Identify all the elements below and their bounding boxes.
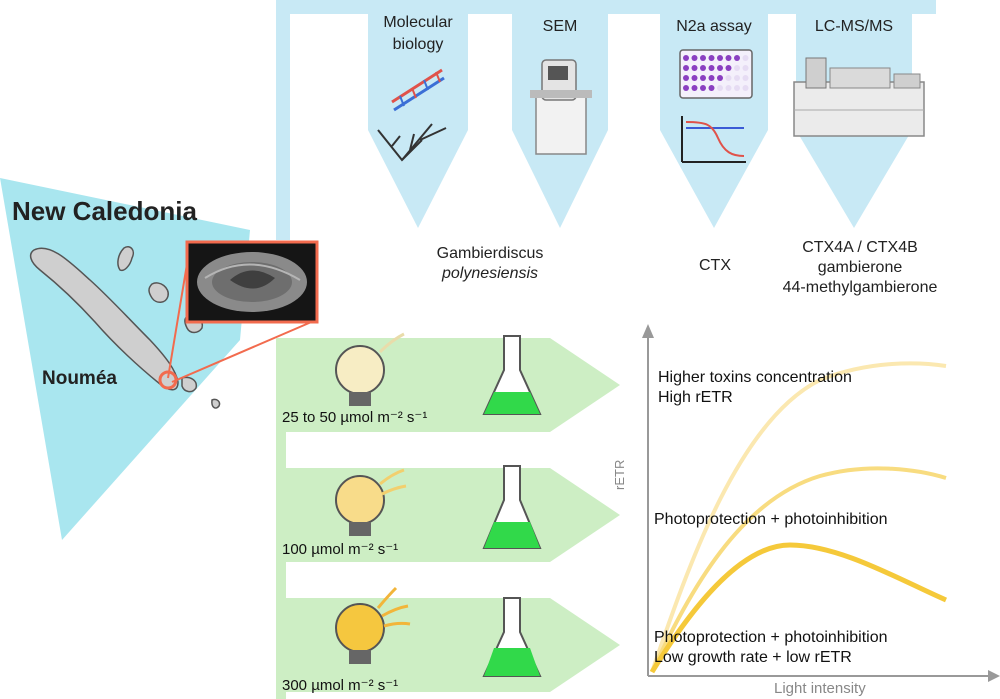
plate-well (742, 55, 749, 61)
series-line-3 (649, 542, 947, 674)
series-line-1 (650, 361, 947, 673)
bracket-left-bar (276, 0, 290, 240)
plate-well (683, 55, 689, 61)
plate-well (717, 55, 723, 61)
main-island-shape (29, 247, 179, 391)
light-label-2: 100 µmol m⁻² s⁻¹ (282, 541, 399, 558)
technique-label-sem: SEM (542, 18, 578, 35)
technique-label-molecular: Molecular biology (383, 14, 453, 53)
plate-well (708, 75, 715, 81)
plate-well (691, 75, 698, 81)
plate-well (717, 75, 723, 81)
species-caption: Gambierdiscus polynesiensis (436, 245, 544, 282)
funnel-n2a (660, 10, 768, 228)
x-axis-label: Light intensity (774, 680, 866, 697)
plate-well (691, 55, 698, 61)
plate-well (708, 55, 715, 61)
island-ouvea (117, 246, 135, 272)
technique-label-n2a: N2a assay (676, 18, 752, 35)
light-label-3: 300 µmol m⁻² s⁻¹ (282, 677, 399, 694)
plate-well (734, 55, 740, 61)
plate-well (683, 65, 689, 71)
plate-well (700, 65, 706, 71)
annotation-3: Photoprotection + photoinhibition Low gr… (654, 629, 888, 666)
annotation-2: Photoprotection + photoinhibition (654, 511, 888, 528)
plate-well (742, 85, 749, 91)
mass-spectrometer-icon (793, 57, 925, 137)
plate-well (708, 85, 715, 91)
bulb-icon-1 (335, 332, 405, 406)
toxins-caption: CTX4A / CTX4B gambierone 44-methylgambie… (782, 239, 938, 296)
plate-well (734, 85, 740, 91)
flask-icon-1 (482, 335, 542, 415)
y-axis-label: rETR (612, 459, 627, 490)
annotation-1: Higher toxins concentration High rETR (658, 369, 852, 406)
city-label: Nouméa (42, 368, 117, 389)
plate-well (734, 75, 740, 81)
plate-well (708, 65, 715, 71)
series-line-2 (650, 466, 947, 673)
plate-well (683, 75, 689, 81)
plate-well (725, 55, 732, 61)
ctx-caption: CTX (699, 257, 731, 274)
callout-line-2 (171, 319, 317, 383)
map-background-triangle (0, 178, 250, 540)
green-connector (276, 338, 286, 699)
plate-well (742, 65, 749, 71)
plate-well (691, 65, 698, 71)
technique-label-lcms: LC-MS/MS (814, 18, 894, 35)
island-pines (181, 376, 198, 393)
island-small (211, 398, 221, 409)
funnel-molecular-biology (368, 10, 468, 228)
plate-well (700, 55, 706, 61)
plate-well (683, 85, 689, 91)
plate-well (700, 85, 706, 91)
plate-well (717, 65, 723, 71)
plate-well (725, 85, 732, 91)
flask-icon-2 (482, 465, 542, 549)
plate-well (725, 75, 732, 81)
plate-well (725, 65, 732, 71)
map-title: New Caledonia (12, 196, 197, 226)
plate-well (742, 75, 749, 81)
x-axis-arrow (988, 670, 1000, 682)
noumea-circle (158, 370, 178, 390)
microplate-curve-icon (679, 49, 753, 163)
plate-well (717, 85, 723, 91)
bulb-icon-2 (335, 468, 407, 536)
y-axis-arrow (642, 324, 654, 338)
bulb-icon-3 (335, 586, 411, 664)
plate-well (734, 65, 740, 71)
plate-well (691, 85, 698, 91)
island-lifou (148, 282, 169, 303)
plate-well (700, 75, 706, 81)
microscope-icon (530, 59, 592, 155)
flask-icon-3 (482, 597, 542, 677)
light-label-1: 25 to 50 µmol m⁻² s⁻¹ (282, 409, 428, 426)
dna-phylogeny-icon (377, 68, 447, 162)
